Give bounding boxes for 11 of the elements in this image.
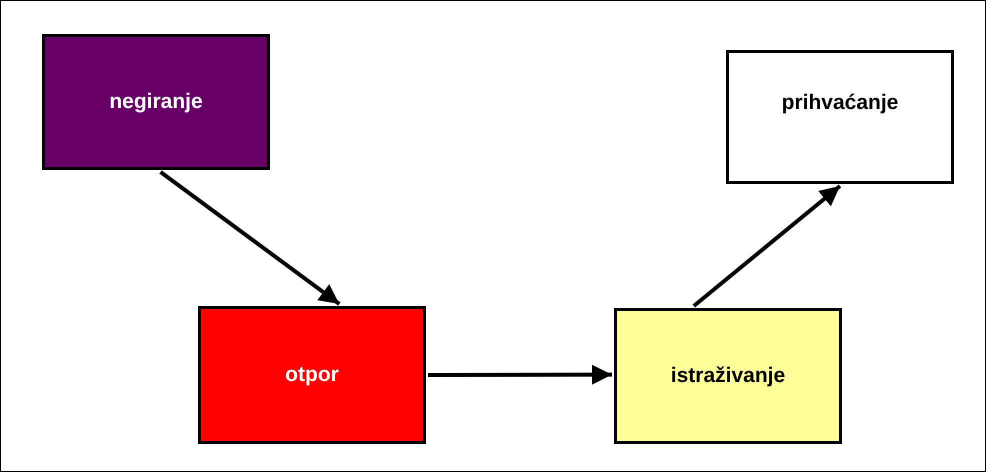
stage-label: istraživanje [670, 364, 786, 388]
stage-label: otpor [285, 363, 339, 387]
arrow [159, 170, 341, 306]
stage-label: negiranje [109, 90, 203, 114]
arrow [692, 184, 842, 308]
stage-label: prihvaćanje [782, 91, 898, 115]
stage-box [42, 34, 270, 170]
stage-box [726, 50, 954, 184]
stage-box [198, 306, 426, 444]
stage-box [614, 308, 842, 444]
arrow [428, 364, 612, 385]
